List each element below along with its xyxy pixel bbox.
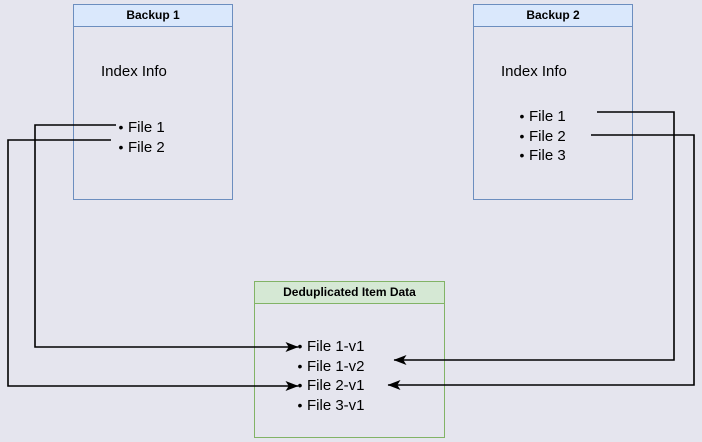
file-item: •File 1-v2 xyxy=(293,357,365,377)
dedup-file-list: •File 1-v1•File 1-v2•File 2-v1•File 3-v1 xyxy=(293,337,365,415)
file-item: •File 1 xyxy=(515,107,566,127)
backup1-subtitle: Index Info xyxy=(101,63,167,80)
file-item-label: File 1-v1 xyxy=(307,338,365,355)
backup2-body: Index Info •File 1•File 2•File 3 xyxy=(474,27,632,199)
file-item-label: File 3-v1 xyxy=(307,396,365,414)
file-item: •File 1 xyxy=(114,118,165,138)
backup1-title: Backup 1 xyxy=(74,5,232,27)
file-item: •File 2 xyxy=(515,127,566,147)
file-item-label: File 1 xyxy=(529,108,566,125)
bullet-icon: • xyxy=(519,108,525,124)
bullet-icon: • xyxy=(118,138,124,155)
bullet-icon: • xyxy=(118,119,124,135)
file-item-label: File 1-v2 xyxy=(307,357,365,375)
dedup-box: Deduplicated Item Data •File 1-v1•File 1… xyxy=(254,281,445,438)
file-item: •File 3-v1 xyxy=(293,396,365,416)
file-item: •File 3 xyxy=(515,146,566,166)
file-item-label: File 2 xyxy=(529,127,566,145)
bullet-icon: • xyxy=(297,357,303,374)
backup1-file-list: •File 1•File 2 xyxy=(114,118,165,157)
file-item-label: File 1 xyxy=(128,119,165,136)
bullet-icon: • xyxy=(297,377,303,393)
backup2-file-list: •File 1•File 2•File 3 xyxy=(515,107,566,166)
bullet-icon: • xyxy=(519,127,525,144)
backup2-subtitle: Index Info xyxy=(501,63,567,80)
dedup-body: •File 1-v1•File 1-v2•File 2-v1•File 3-v1 xyxy=(255,304,444,437)
bullet-icon: • xyxy=(297,396,303,413)
backup2-box: Backup 2 Index Info •File 1•File 2•File … xyxy=(473,4,633,200)
dedup-title: Deduplicated Item Data xyxy=(255,282,444,304)
file-item-label: File 3 xyxy=(529,147,566,164)
file-item-label: File 2-v1 xyxy=(307,377,365,394)
file-item: •File 2-v1 xyxy=(293,376,365,396)
backup1-box: Backup 1 Index Info •File 1•File 2 xyxy=(73,4,233,200)
backup2-title: Backup 2 xyxy=(474,5,632,27)
backup1-body: Index Info •File 1•File 2 xyxy=(74,27,232,199)
bullet-icon: • xyxy=(297,338,303,354)
file-item-label: File 2 xyxy=(128,138,165,156)
file-item: •File 2 xyxy=(114,138,165,158)
bullet-icon: • xyxy=(519,147,525,163)
file-item: •File 1-v1 xyxy=(293,337,365,357)
